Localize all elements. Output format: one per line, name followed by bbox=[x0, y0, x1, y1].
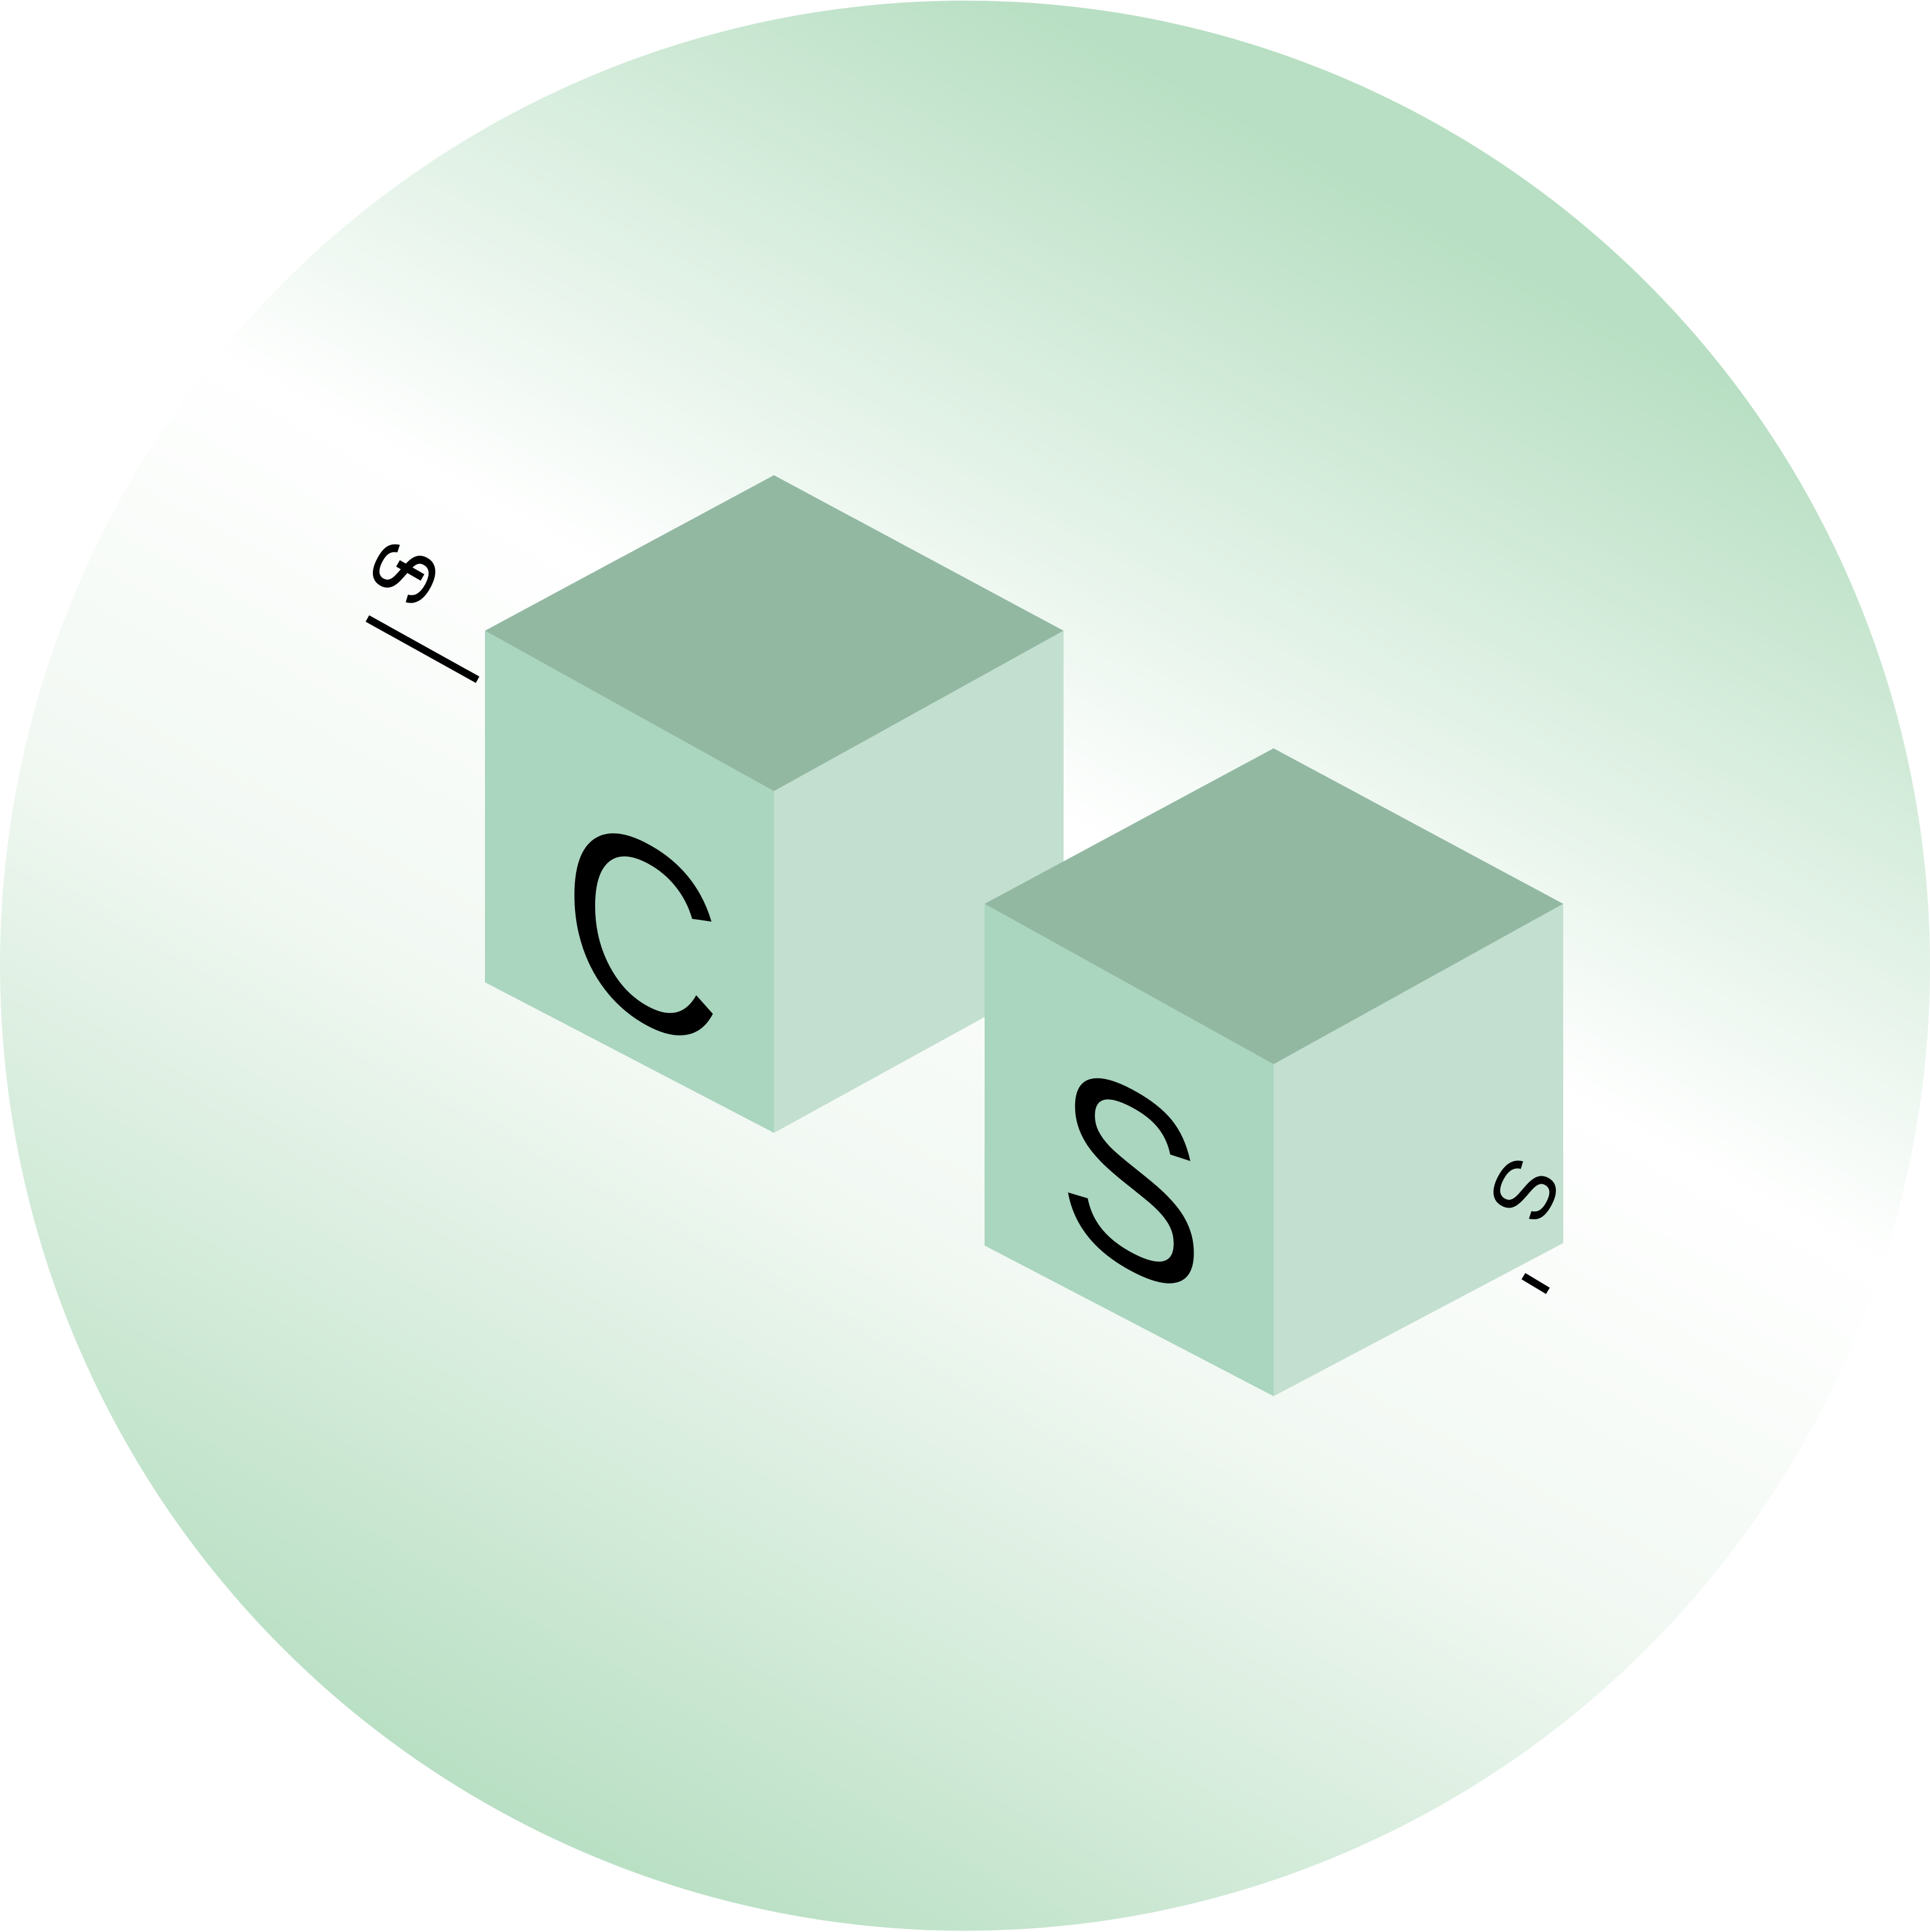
cube-s-top bbox=[985, 748, 1563, 1064]
cube-c-front bbox=[485, 631, 774, 1133]
cube-s-front bbox=[985, 904, 1274, 1396]
cube-s-side bbox=[1274, 904, 1563, 1396]
cube-s: S bbox=[985, 748, 1563, 1396]
cube-c-top bbox=[485, 475, 1064, 791]
